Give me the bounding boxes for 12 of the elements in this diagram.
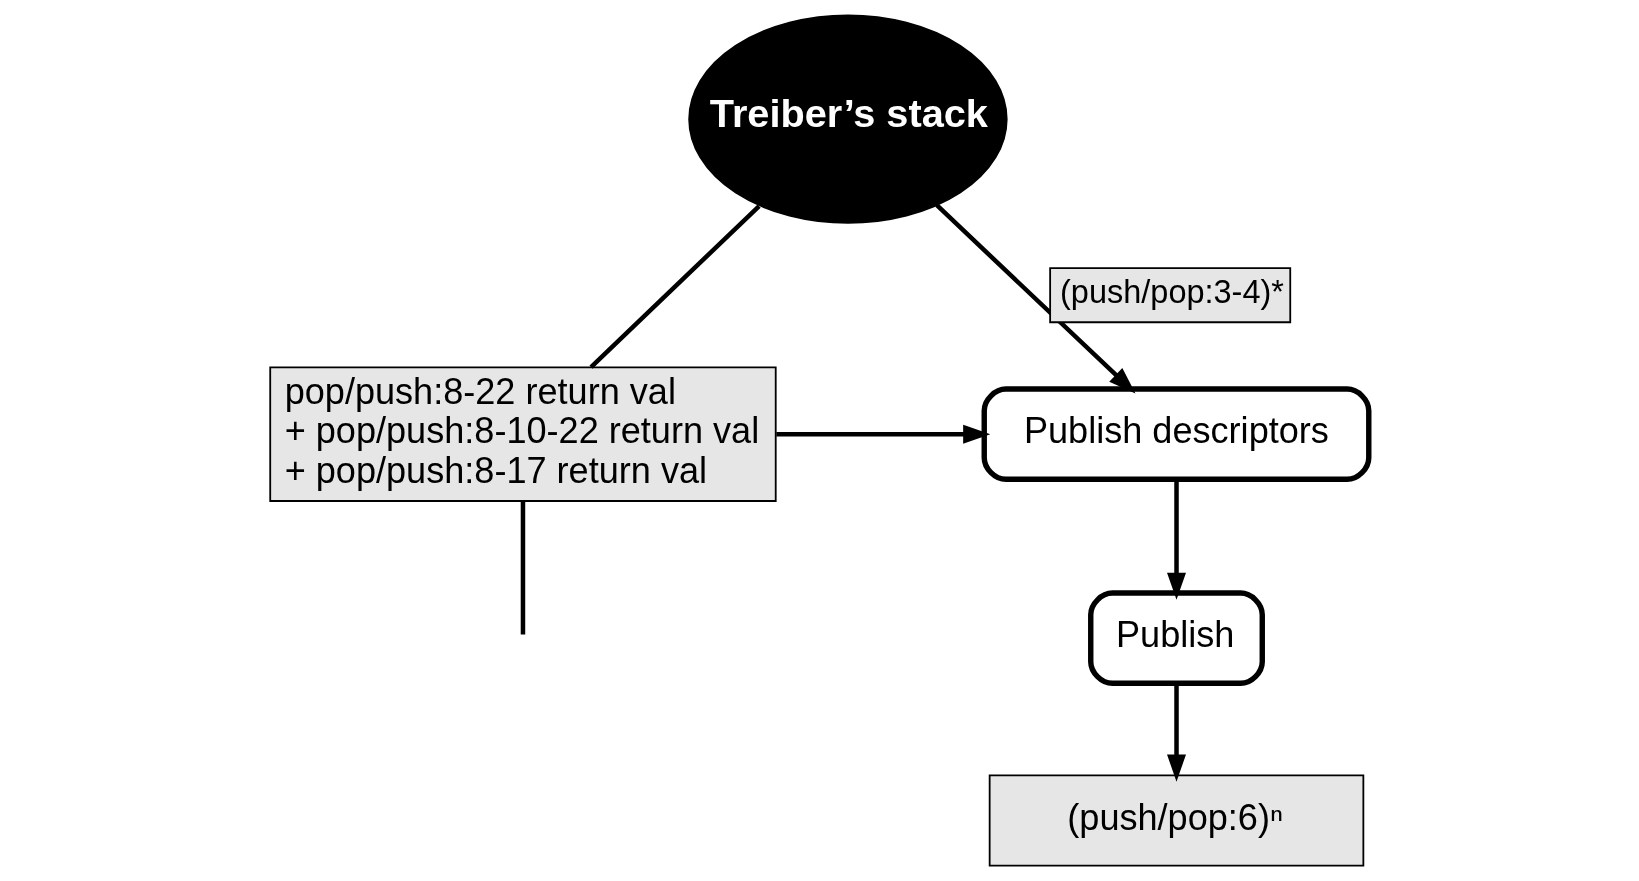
connector xyxy=(589,204,761,369)
connector xyxy=(520,501,526,635)
node-box: pop/push:8-22 return val + pop/push:8-10-22 return val + pop/push:8-17 return val xyxy=(269,366,777,502)
arrow xyxy=(776,424,991,444)
arrow xyxy=(1167,479,1186,600)
arrow xyxy=(935,203,1136,394)
edge-label: (push/pop:3-4)* xyxy=(1060,274,1284,311)
node-box: Publish descriptors xyxy=(981,386,1372,483)
node-box: (push/pop:6)ⁿ xyxy=(988,774,1365,867)
node-box: Publish xyxy=(1088,590,1265,687)
arrow xyxy=(1167,683,1186,782)
node-ellipse: Treiber’s stack xyxy=(688,14,1008,224)
